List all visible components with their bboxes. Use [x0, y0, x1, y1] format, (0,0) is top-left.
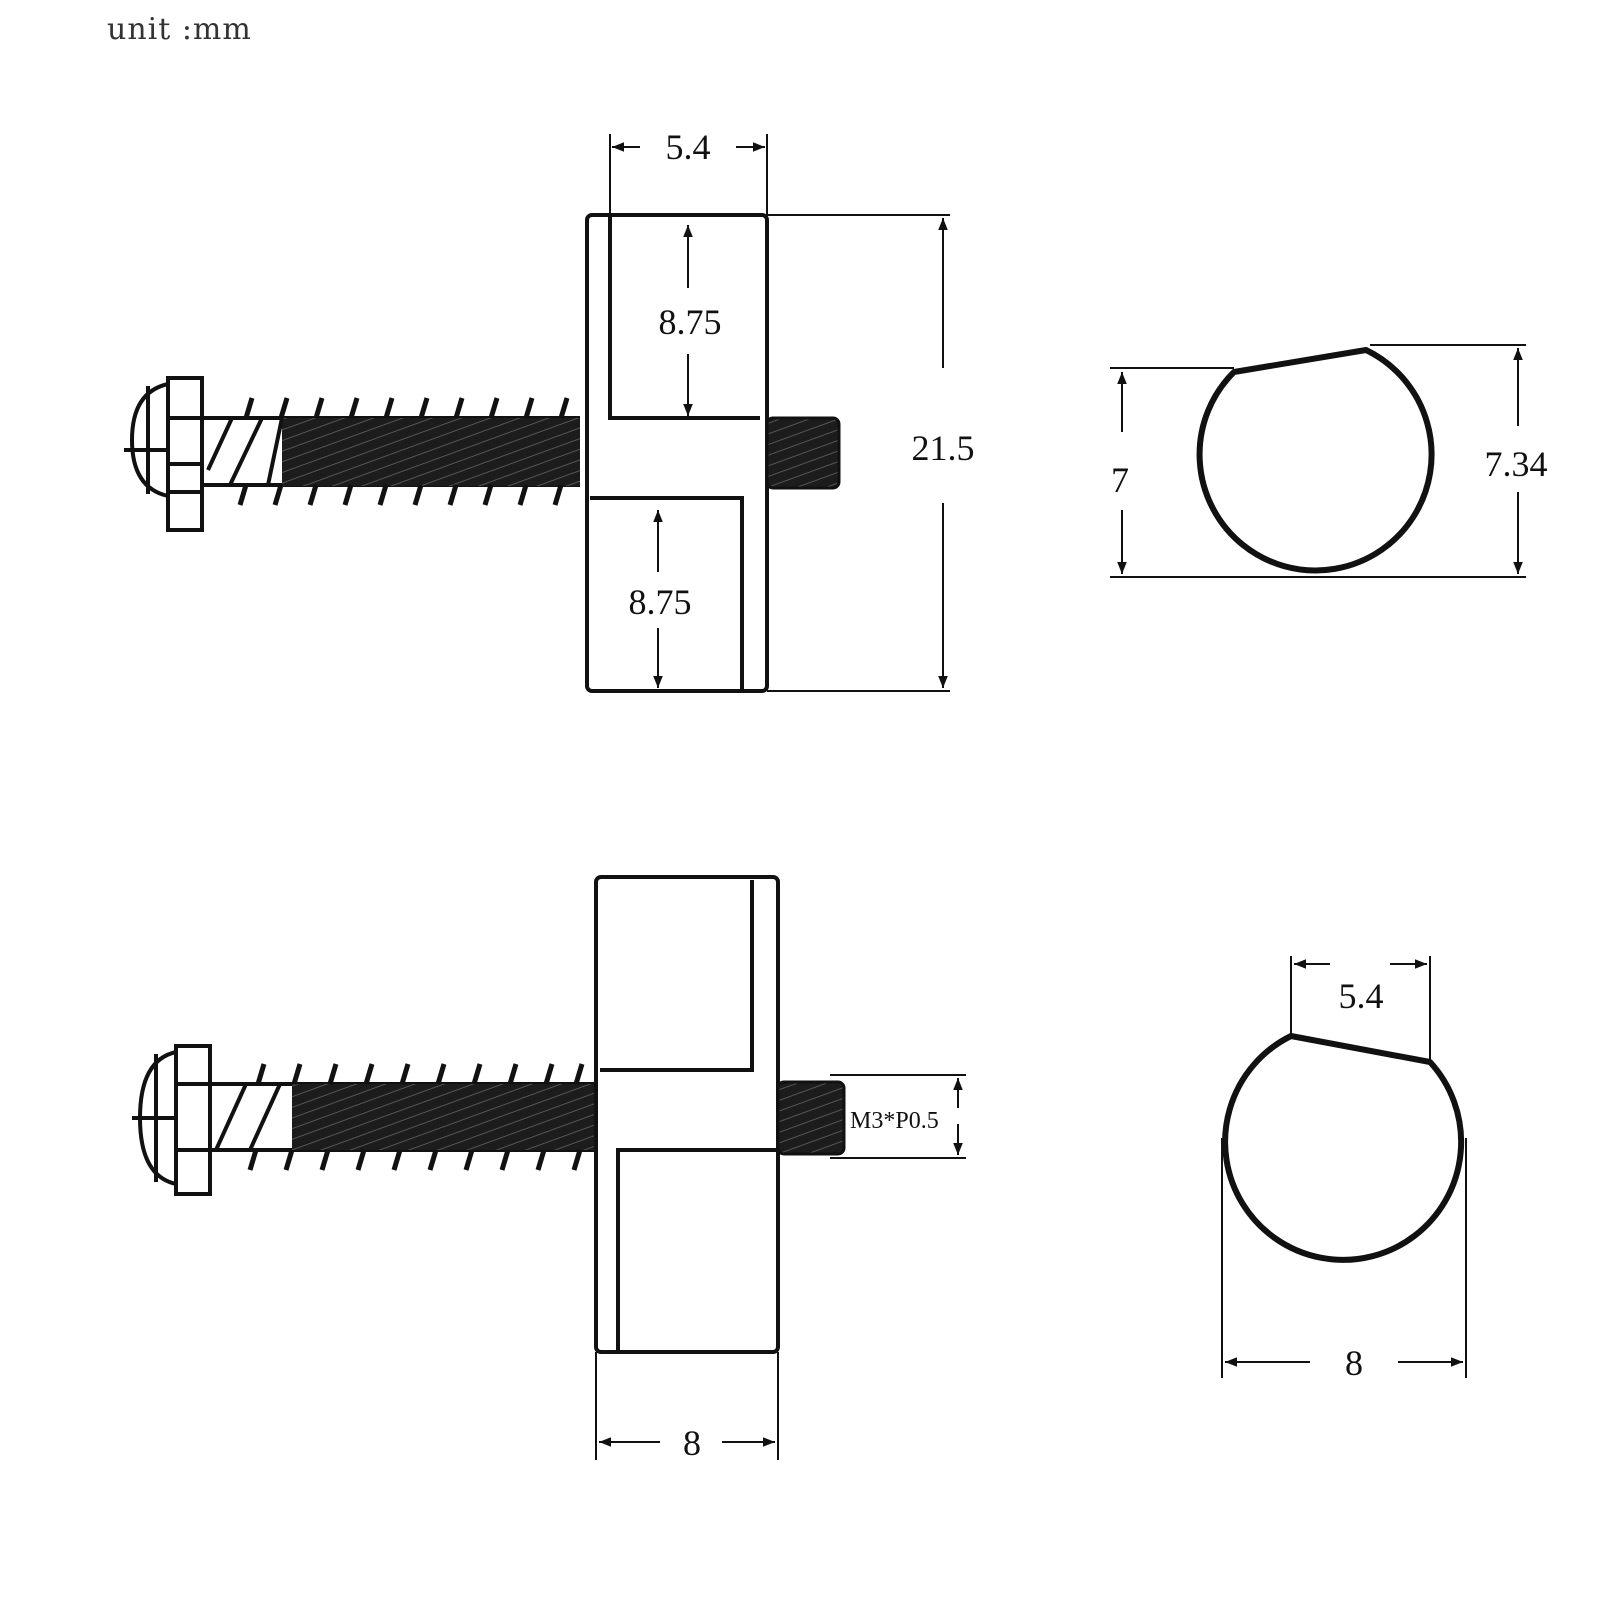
saddle-body — [585, 213, 769, 693]
dim-body-width — [595, 1352, 779, 1460]
bottom-assembly: M3*P0.5 8 — [132, 875, 966, 1463]
screw-head-icon — [124, 376, 204, 532]
profile-outline — [1222, 1033, 1465, 1263]
dim-label: 5.4 — [1339, 976, 1384, 1016]
dim-width-5.4 — [609, 134, 768, 215]
dim-label: 8 — [683, 1423, 701, 1463]
dim-label: 7.34 — [1485, 444, 1548, 484]
top-end-view: 7 7.34 — [1110, 344, 1548, 578]
top-assembly: 5.4 8.75 8.75 21.5 — [124, 127, 975, 693]
dim-total-height — [767, 214, 950, 692]
dim-thread-spec — [830, 1074, 966, 1159]
dim-label: 7 — [1111, 460, 1129, 500]
thread-stub — [765, 416, 841, 490]
dim-label: 21.5 — [912, 428, 975, 468]
dim-label: 5.4 — [666, 127, 711, 167]
dim-label: 8.75 — [659, 302, 722, 342]
bottom-end-view: 5.4 8 — [1221, 956, 1467, 1383]
dim-label: 8.75 — [629, 582, 692, 622]
saddle-body — [594, 875, 780, 1354]
dim-label: 8 — [1345, 1343, 1363, 1383]
thread-stub — [776, 1080, 846, 1156]
screw-head-icon — [132, 1044, 212, 1196]
spring-screw-shank — [210, 1063, 594, 1171]
unit-label: unit :mm — [107, 12, 252, 47]
profile-outline — [1196, 347, 1435, 574]
thread-spec-label: M3*P0.5 — [850, 1108, 939, 1134]
spring-screw-shank — [202, 397, 580, 506]
